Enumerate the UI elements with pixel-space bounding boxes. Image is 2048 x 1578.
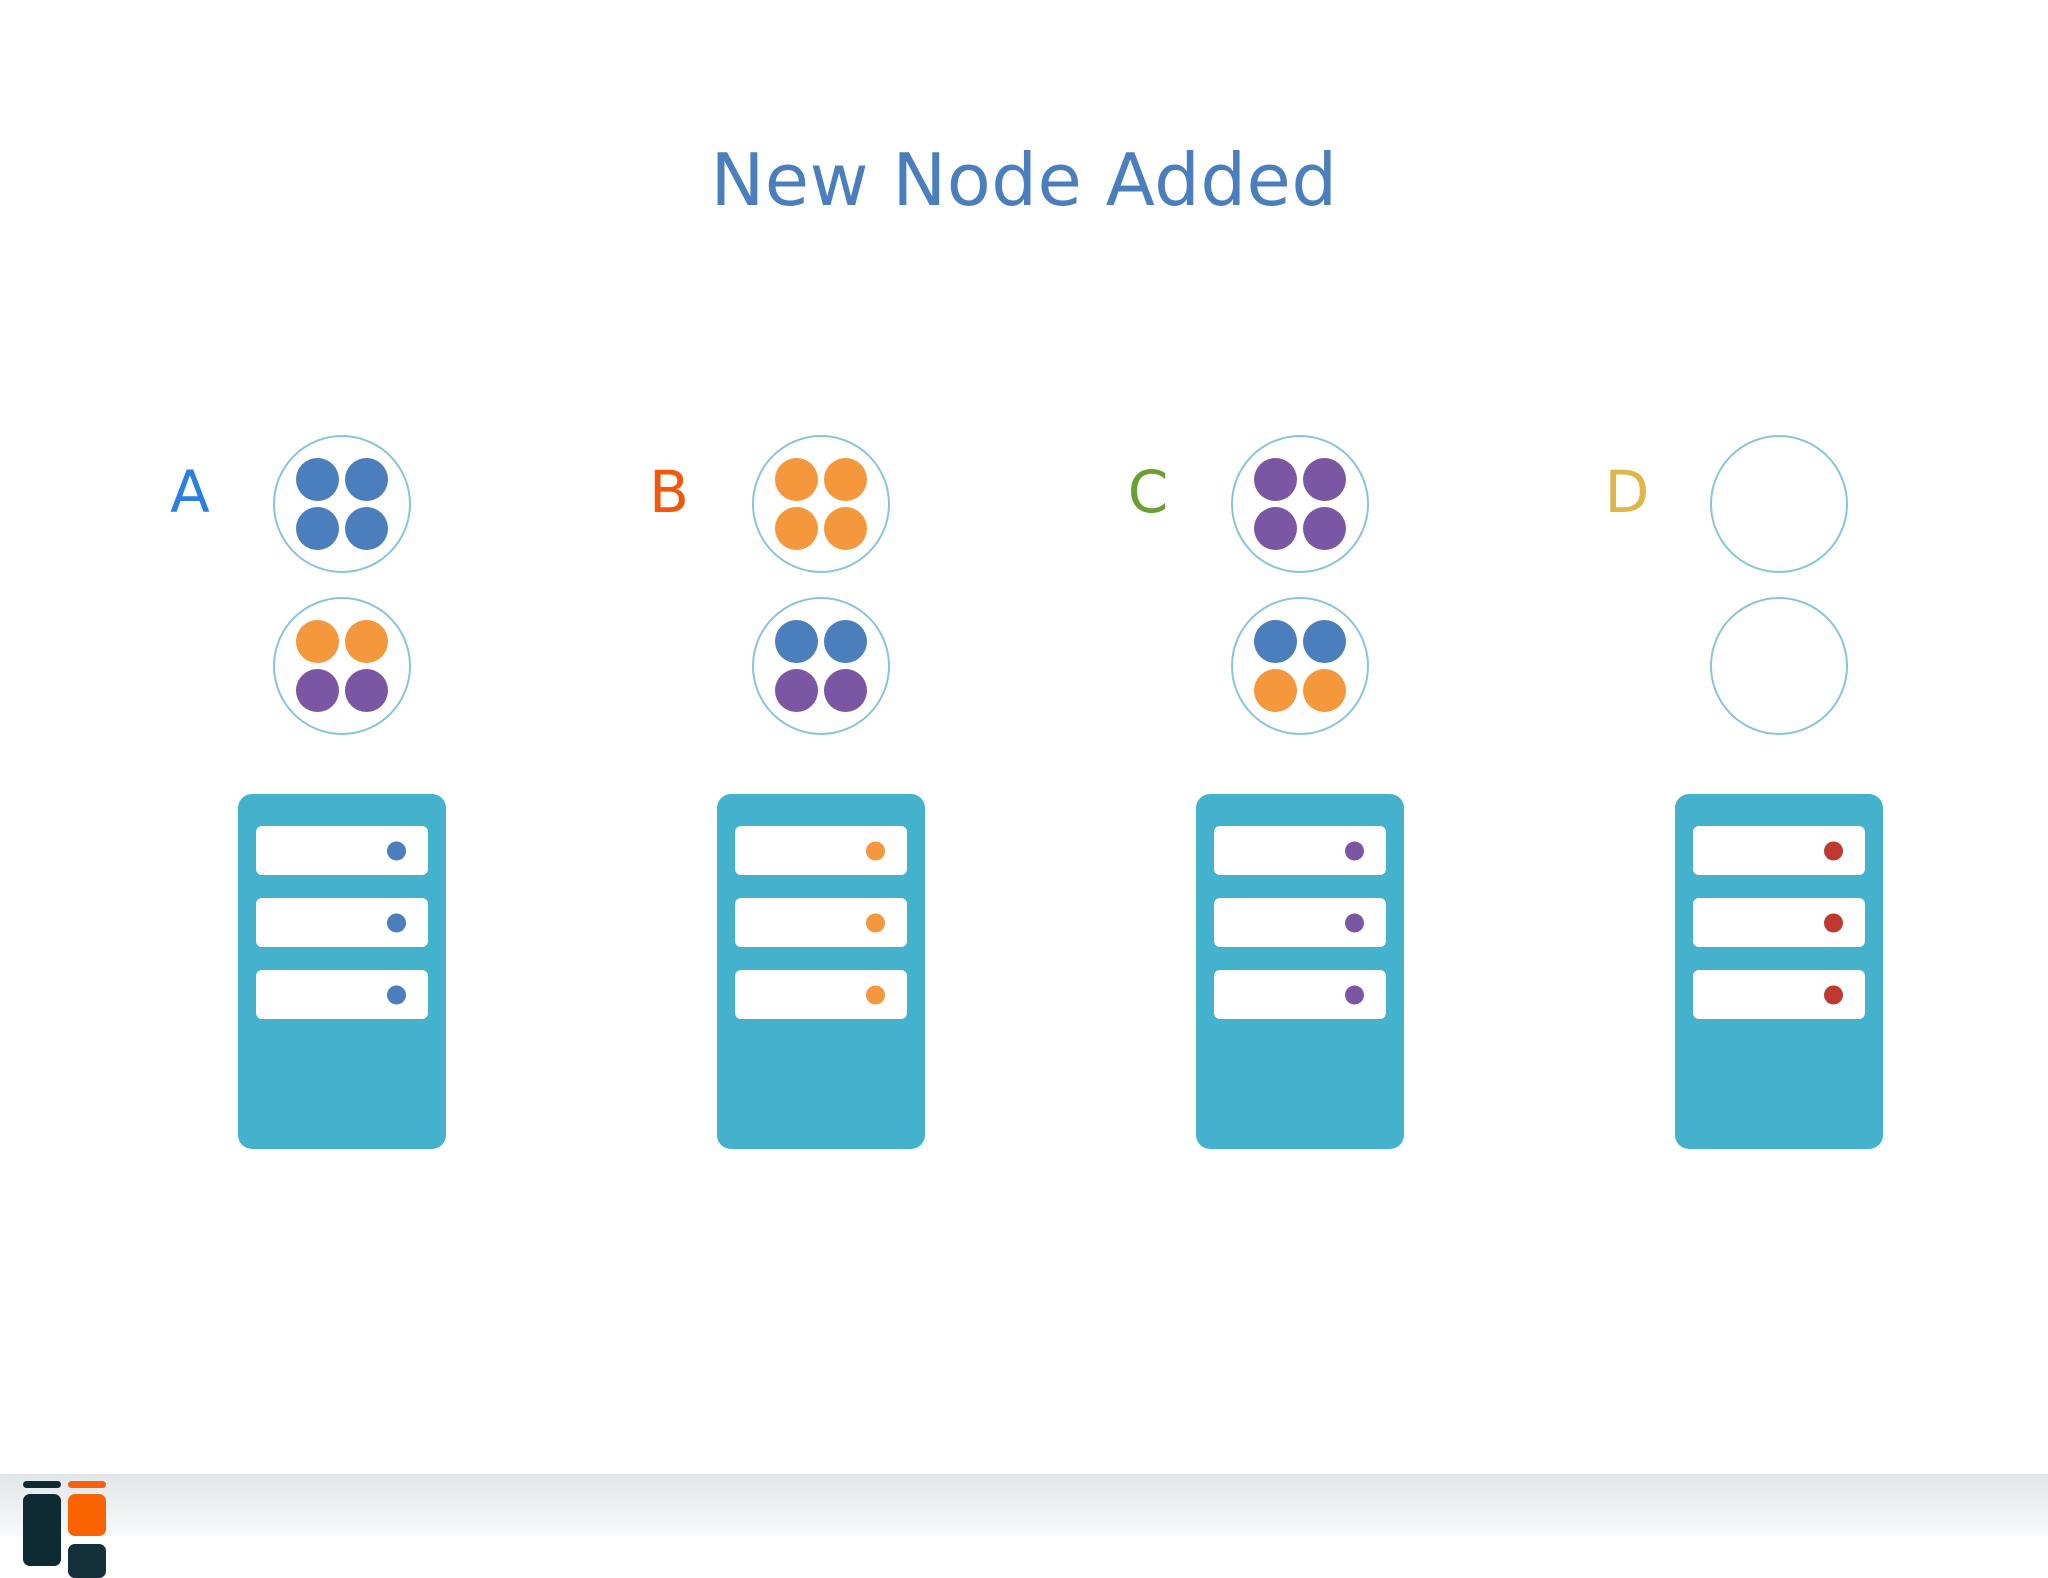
- token-ring-d-top[interactable]: [1710, 435, 1848, 573]
- server-slot: [1693, 970, 1865, 1019]
- token-dot: [775, 507, 818, 550]
- token-dot: [824, 458, 867, 501]
- status-led: [1345, 913, 1364, 932]
- token-ring-a-bottom[interactable]: [273, 597, 411, 735]
- token-dot: [296, 507, 339, 550]
- token-dot: [1254, 669, 1297, 712]
- token-dot: [1254, 507, 1297, 550]
- token-grid: [1233, 599, 1367, 733]
- server-slot: [735, 970, 907, 1019]
- status-led: [866, 913, 885, 932]
- server-slot: [735, 826, 907, 875]
- token-grid: [754, 599, 888, 733]
- node-label-d: D: [1604, 458, 1650, 526]
- token-dot: [1254, 458, 1297, 501]
- token-dot: [1254, 620, 1297, 663]
- server-slot: [1214, 970, 1386, 1019]
- token-dot: [296, 669, 339, 712]
- status-led: [1345, 985, 1364, 1004]
- token-dot: [824, 507, 867, 550]
- footer-bar: [0, 1474, 2048, 1578]
- token-ring-d-bottom[interactable]: [1710, 597, 1848, 735]
- token-ring-c-bottom[interactable]: [1231, 597, 1369, 735]
- token-dot: [1303, 620, 1346, 663]
- node-column-b: B: [582, 0, 1062, 1460]
- node-label-a: A: [170, 458, 210, 526]
- status-led: [866, 841, 885, 860]
- token-dot: [824, 620, 867, 663]
- token-dot: [296, 458, 339, 501]
- node-label-c: C: [1127, 458, 1169, 526]
- server-slot: [256, 898, 428, 947]
- token-grid: [1712, 599, 1846, 733]
- token-dot: [775, 620, 818, 663]
- logo-shape: [68, 1544, 106, 1578]
- token-dot: [1303, 507, 1346, 550]
- token-dot: [775, 669, 818, 712]
- token-dot: [345, 458, 388, 501]
- status-led: [1345, 841, 1364, 860]
- node-column-a: A: [103, 0, 583, 1460]
- server-d[interactable]: [1675, 794, 1883, 1149]
- server-c[interactable]: [1196, 794, 1404, 1149]
- token-ring-a-top[interactable]: [273, 435, 411, 573]
- token-dot: [1303, 458, 1346, 501]
- server-slot: [1214, 826, 1386, 875]
- status-led: [387, 841, 406, 860]
- logo-shape: [68, 1481, 106, 1488]
- server-a[interactable]: [238, 794, 446, 1149]
- token-dot: [345, 507, 388, 550]
- node-columns: A: [103, 0, 2020, 1460]
- server-b[interactable]: [717, 794, 925, 1149]
- token-dot: [296, 620, 339, 663]
- token-dot: [1303, 669, 1346, 712]
- status-led: [1824, 985, 1843, 1004]
- server-slot: [1693, 898, 1865, 947]
- node-column-c: C: [1061, 0, 1541, 1460]
- server-slot: [256, 826, 428, 875]
- logo-shape: [23, 1481, 61, 1488]
- token-ring-c-top[interactable]: [1231, 435, 1369, 573]
- token-ring-b-bottom[interactable]: [752, 597, 890, 735]
- token-dot: [345, 669, 388, 712]
- token-dot: [345, 620, 388, 663]
- status-led: [387, 985, 406, 1004]
- token-grid: [275, 437, 409, 571]
- logo-shape: [68, 1494, 106, 1536]
- server-slot: [1693, 826, 1865, 875]
- logo-shape: [23, 1494, 61, 1566]
- node-column-d: D: [1540, 0, 2020, 1460]
- status-led: [866, 985, 885, 1004]
- token-ring-b-top[interactable]: [752, 435, 890, 573]
- token-grid: [1712, 437, 1846, 571]
- server-slot: [1214, 898, 1386, 947]
- status-led: [1824, 913, 1843, 932]
- page-title: New Node Added: [710, 138, 1338, 222]
- server-slot: [256, 970, 428, 1019]
- status-led: [387, 913, 406, 932]
- status-led: [1824, 841, 1843, 860]
- token-dot: [824, 669, 867, 712]
- token-grid: [754, 437, 888, 571]
- token-dot: [775, 458, 818, 501]
- token-grid: [275, 599, 409, 733]
- token-grid: [1233, 437, 1367, 571]
- server-slot: [735, 898, 907, 947]
- node-label-b: B: [649, 458, 689, 526]
